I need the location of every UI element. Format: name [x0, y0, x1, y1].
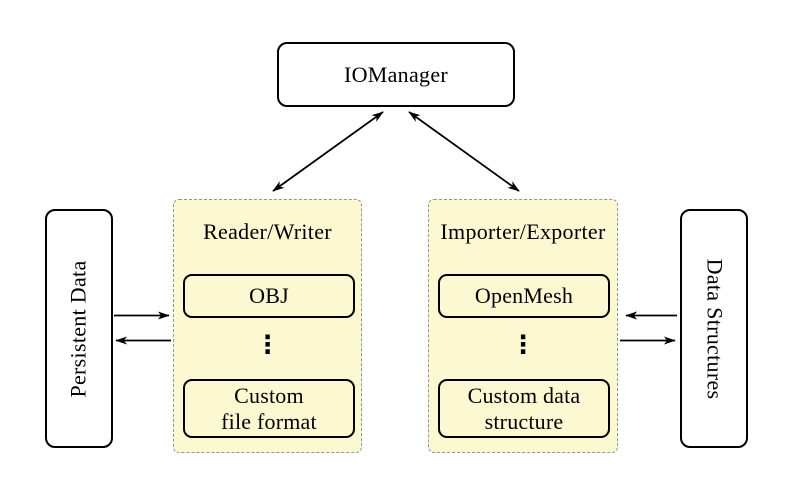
- group-reader-writer: Reader/Writer OBJ ⋮ Custom file format: [173, 199, 362, 453]
- node-custom-file-format: Custom file format: [183, 379, 355, 438]
- openmesh-label: OpenMesh: [474, 283, 574, 308]
- data-structures-label: Data Structures: [702, 258, 728, 399]
- importer-exporter-title: Importer/Exporter: [440, 219, 606, 244]
- vertical-ellipsis-icon: ⋮: [510, 330, 536, 359]
- custom-file-format-line2: file format: [221, 408, 317, 434]
- custom-data-structure-line2: structure: [484, 408, 564, 434]
- group-importer-exporter: Importer/Exporter OpenMesh ⋮ Custom data…: [428, 199, 618, 453]
- arrow-iomanager-reader-writer: [272, 111, 384, 192]
- custom-data-structure-line1: Custom data: [467, 382, 581, 408]
- obj-label: OBJ: [249, 283, 289, 308]
- node-persistent-data: Persistent Data: [45, 209, 113, 448]
- node-data-structures: Data Structures: [680, 209, 748, 448]
- custom-file-format-line1: Custom: [234, 382, 304, 408]
- node-iomanager: IOManager: [277, 42, 515, 107]
- iomanager-label: IOManager: [343, 61, 449, 87]
- arrow-iomanager-importer-exporter: [408, 111, 520, 192]
- node-obj: OBJ: [183, 274, 355, 318]
- persistent-data-label: Persistent Data: [66, 259, 91, 398]
- reader-writer-title: Reader/Writer: [203, 219, 332, 244]
- node-custom-data-structure: Custom data structure: [438, 379, 610, 438]
- vertical-ellipsis-icon: ⋮: [255, 330, 280, 359]
- node-openmesh: OpenMesh: [438, 274, 610, 318]
